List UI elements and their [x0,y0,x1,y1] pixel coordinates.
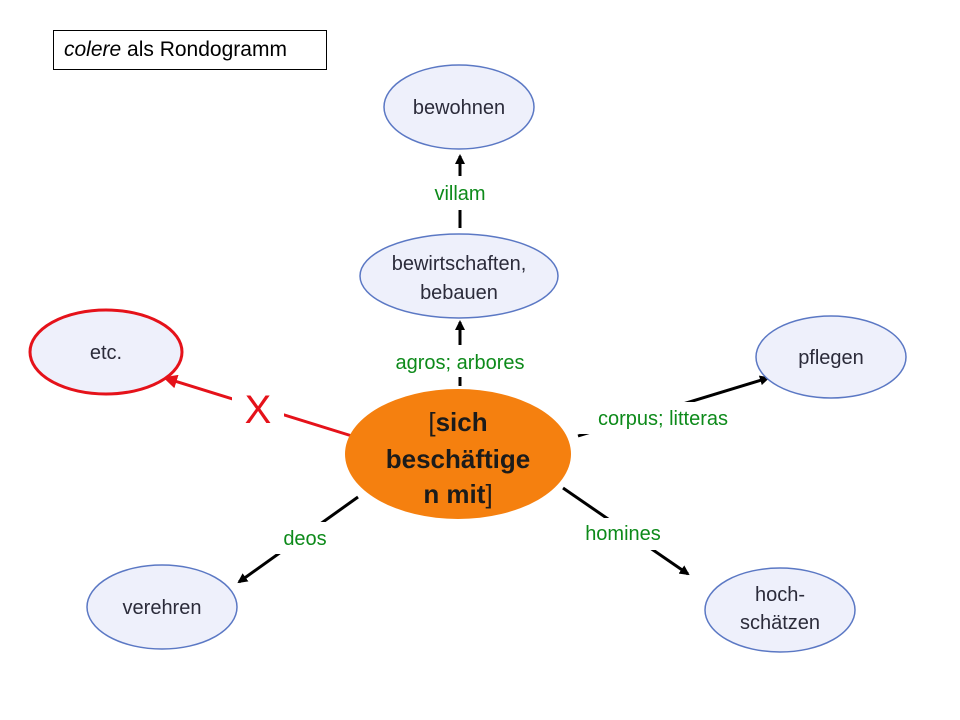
svg-text:schätzen: schätzen [740,612,820,634]
node-pflegen: pflegen [755,315,907,399]
node-bewirtschaften-bebauen: bewirtschaften, bebauen [359,233,559,319]
edge-label-homines: homines [585,523,661,545]
center-line2: beschäftige [386,444,531,474]
svg-text:verehren: verehren [123,597,202,619]
node-etc: etc. [28,308,184,396]
svg-text:etc.: etc. [90,342,122,364]
svg-text:[sich: [sich [428,407,487,437]
svg-text:bebauen: bebauen [420,282,498,304]
edge-label-deos: deos [283,528,326,550]
edge-label-villam: villam [434,183,485,205]
center-node: [sich beschäftige n mit] [345,389,571,519]
node-hochschaetzen: hoch- schätzen [704,567,856,653]
svg-text:pflegen: pflegen [798,347,864,369]
svg-text:hoch-: hoch- [755,584,805,606]
edge-label-corpus-litteras: corpus; litteras [598,408,728,430]
title-italic-word: colere [64,38,122,61]
blocked-x-mark: X [245,388,272,432]
edge-label-agros-arbores: agros; arbores [396,352,525,374]
center-close-bracket: ] [485,479,492,509]
svg-text:bewirtschaften,: bewirtschaften, [392,253,527,275]
center-line3: n mit [423,479,485,509]
center-line1: sich [436,407,488,437]
node-bewohnen: bewohnen [383,64,535,150]
title-rest: als Rondogramm [121,38,287,61]
svg-text:n mit]: n mit] [423,479,492,509]
center-open-bracket: [ [428,407,436,437]
node-verehren: verehren [86,564,238,650]
svg-text:bewohnen: bewohnen [413,97,505,119]
diagram-title: colere als Rondogramm [53,30,327,70]
